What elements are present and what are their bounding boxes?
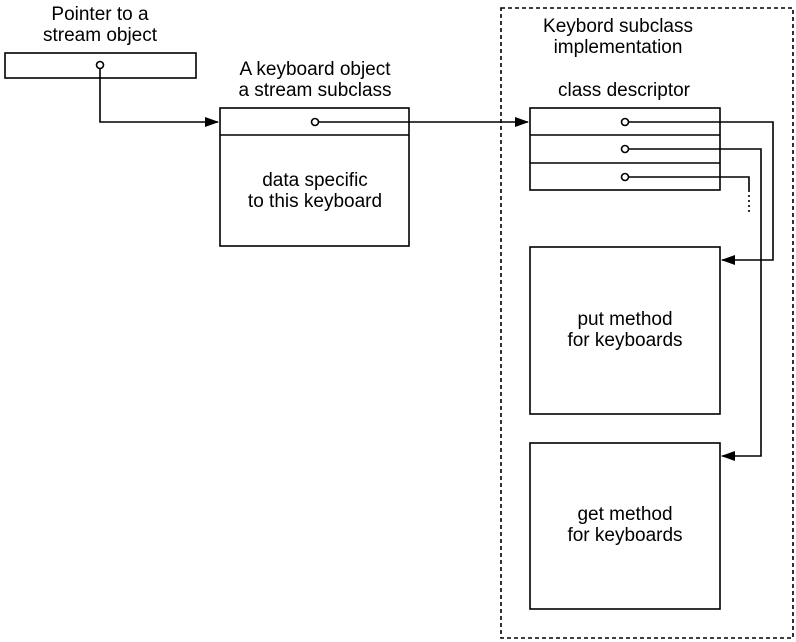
implementation-label-line1: Keybord subclass bbox=[543, 16, 693, 37]
put-method-label-line1: put method bbox=[577, 309, 672, 330]
descriptor-entry-dot-1 bbox=[620, 117, 630, 127]
keyboard-data-label-line1: data specific bbox=[262, 170, 368, 191]
keyboard-data-label-line2: to this keyboard bbox=[248, 191, 382, 212]
keyboard-object-box bbox=[219, 107, 410, 247]
get-method-box bbox=[529, 442, 721, 610]
object-class-pointer-dot bbox=[310, 117, 320, 127]
implementation-boundary bbox=[500, 7, 794, 639]
more-methods-pointer-line bbox=[625, 176, 750, 190]
stream-pointer-dot bbox=[95, 60, 105, 70]
pointer-label-line2: stream object bbox=[43, 25, 158, 46]
keyboard-object-label-line2: a stream subclass bbox=[238, 80, 391, 101]
get-method-label-line1: get method bbox=[577, 504, 672, 525]
put-method-pointer-arrow bbox=[625, 121, 774, 265]
implementation-label-line2: implementation bbox=[554, 37, 683, 58]
pointer-label-line1: Pointer to a bbox=[51, 4, 149, 25]
class-descriptor-label: class descriptor bbox=[558, 80, 691, 101]
get-method-label-line2: for keyboards bbox=[567, 525, 682, 546]
pointer-to-object-arrow bbox=[99, 65, 219, 127]
descriptor-entry-dot-3 bbox=[620, 172, 630, 182]
descriptor-entry-dot-2 bbox=[620, 144, 630, 154]
get-method-pointer-arrow bbox=[625, 148, 762, 461]
put-method-box bbox=[529, 246, 721, 415]
keyboard-object-label-line1: A keyboard object bbox=[239, 59, 391, 80]
put-method-label-line2: for keyboards bbox=[567, 330, 682, 351]
